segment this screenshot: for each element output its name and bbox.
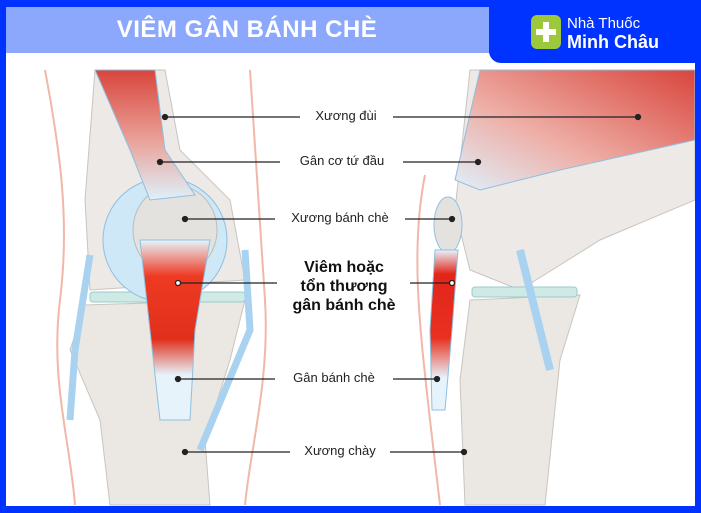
brand-logo: Nhà Thuốc Minh Châu [489,7,695,63]
label-femur: Xương đùi [315,108,377,123]
side-ligament [66,254,94,421]
label-inflammation: Viêm hoặc tổn thương gân bánh chè [292,258,395,315]
page-title: VIÊM GÂN BÁNH CHÈ [116,16,378,43]
logo-line-1: Nhà Thuốc [567,15,641,32]
quadriceps-tendon [94,69,196,201]
label-patellar-tendon: Gân bánh chè [293,370,375,385]
skin-outline [416,174,441,506]
label-patella: Xương bánh chè [291,210,389,225]
quadriceps-side [454,69,695,191]
label-inflammation-line-2: tổn thương [300,278,388,295]
knee-illustration [44,69,695,506]
patella-side [433,196,463,254]
ligament-side [516,249,554,371]
skin-outline [44,69,76,506]
label-inflammation-line-1: Viêm hoặc [304,259,384,276]
skin-outline [244,69,267,506]
label-inflammation-line-3: gân bánh chè [292,297,396,314]
logo-line-2: Minh Châu [567,32,659,52]
label-quadriceps-tendon: Gân cơ tứ đầu [299,153,385,168]
leader-lines [156,113,642,456]
label-tibia: Xương chày [304,443,376,458]
patellar-tendon-side [429,249,459,411]
infographic-frame: VIÊM GÂN BÁNH CHÈ Nhà Thuốc Minh Châu Xư… [6,7,695,506]
patellar-tendon-inflamed [139,239,211,421]
tibia-bone [69,299,246,506]
side-ligament [196,249,254,452]
green-plus-icon [531,15,561,49]
title-band: VIÊM GÂN BÁNH CHÈ [6,7,496,53]
tibia-bone-side [459,294,581,506]
meniscus-side [471,286,578,298]
